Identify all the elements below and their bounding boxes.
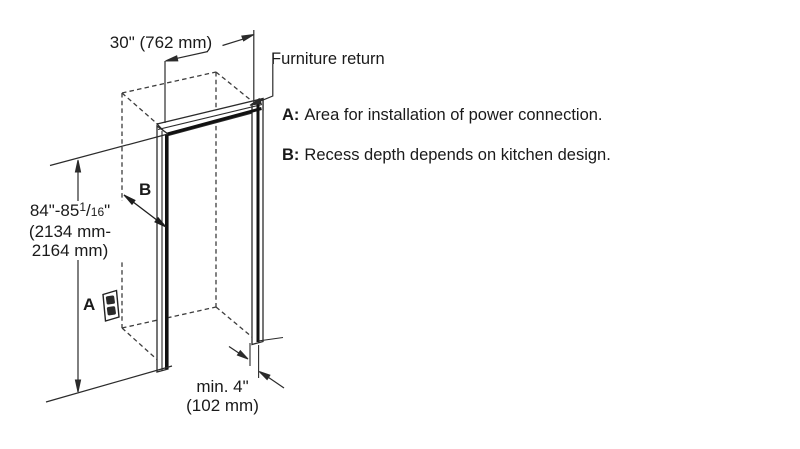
height-fraction-denominator: 16 xyxy=(90,205,105,219)
recess-bottom-left-depth-edge xyxy=(121,327,163,365)
width-arrow-right-head xyxy=(241,34,255,42)
depth-dimension-inches: min. 4" xyxy=(196,377,249,396)
annotation-a-text: Area for installation of power connectio… xyxy=(304,106,603,124)
outlet-plate xyxy=(102,289,120,322)
depth-dimension-label: min. 4" (102 mm) xyxy=(172,377,273,415)
recess-top-left-depth-edge xyxy=(121,92,163,129)
recess-top-right-depth-edge xyxy=(215,71,259,107)
dashed-recess-box xyxy=(121,71,259,365)
depth-arrow-right-head xyxy=(258,371,271,381)
depth-arrow-left-head xyxy=(236,349,249,360)
recess-bottom-back-edge xyxy=(121,306,217,329)
recess-top-back-edge xyxy=(121,71,217,94)
marker-a: A xyxy=(83,295,96,314)
recess-depth-arrow xyxy=(123,194,167,228)
outlet-socket-top xyxy=(105,295,115,305)
width-arrow-left-tail xyxy=(175,50,209,60)
frame-bottom-side-edge xyxy=(257,336,284,342)
annotation-b: B:Recess depth depends on kitchen design… xyxy=(282,146,611,165)
furniture-return-arrow-head xyxy=(249,97,262,106)
depth-arrow-right-tail xyxy=(268,377,285,389)
furniture-return-frame xyxy=(155,97,264,373)
frame-top-face-line xyxy=(157,103,263,131)
height-extension-line-top xyxy=(49,133,169,167)
width-dimension-lines xyxy=(164,30,255,123)
annotation-a: A:Area for installation of power connect… xyxy=(282,106,603,125)
height-dimension-mm-line2: 2164 mm) xyxy=(31,241,109,260)
width-arrow-left-head xyxy=(165,55,179,62)
marker-b: B xyxy=(139,180,152,199)
height-fraction-slash: / xyxy=(86,201,91,220)
width-arrow-right-tail xyxy=(222,38,245,47)
annotation-b-text: Recess depth depends on kitchen design. xyxy=(304,146,611,164)
annotation-a-prefix: A: xyxy=(282,106,300,124)
furniture-return-label: Furniture return xyxy=(271,50,385,68)
depth-dimension-lines xyxy=(228,336,285,389)
frame-top-inner-shadow-line xyxy=(167,107,262,136)
annotation-b-prefix: B: xyxy=(282,146,300,164)
height-extension-line-bottom xyxy=(45,365,173,403)
height-dimension-label: 84"-851/16" (2134 mm- 2164 mm) xyxy=(16,200,124,260)
height-arrow-up-head xyxy=(74,159,82,173)
recess-depth-arrow-head-upper xyxy=(123,194,136,206)
power-outlet-icon xyxy=(102,289,120,322)
furniture-return-leader xyxy=(249,64,274,106)
depth-dimension-mm: (102 mm) xyxy=(186,396,259,415)
height-dimension-mm-line1: (2134 mm- xyxy=(28,222,112,241)
width-dimension-label: 30" (762 mm) xyxy=(109,33,213,52)
height-dimension-inches: 84"-851/16" xyxy=(29,200,111,220)
height-fraction-numerator: 1 xyxy=(79,200,87,214)
recess-depth-arrow-head-lower xyxy=(154,216,167,228)
depth-arrow-left-tail xyxy=(228,346,240,354)
recess-bottom-right-depth-edge xyxy=(215,306,259,343)
outlet-socket-bottom xyxy=(106,306,116,316)
height-arrow-down-head xyxy=(74,379,82,393)
height-dimension-lines xyxy=(45,133,173,403)
